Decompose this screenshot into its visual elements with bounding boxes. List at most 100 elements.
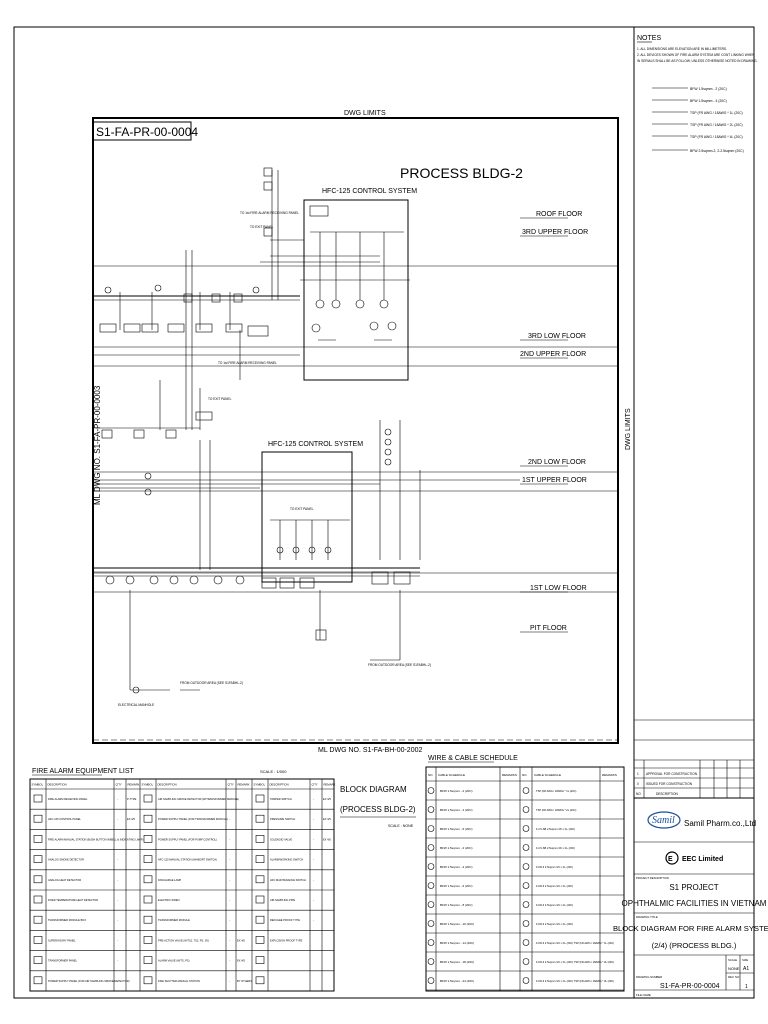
dwg-limits-right-label: DWG LIMITS [625, 408, 632, 450]
equipment-list-scale: SCALE : 1/000 [260, 769, 287, 774]
wire-cable-spec: F-CV-SB 2.5sqmm /3C x 1L (20C) [536, 827, 575, 831]
wire-header: NO. [522, 773, 528, 777]
equipment-symbol-icon [255, 956, 265, 964]
equipment-qty: - [117, 817, 118, 821]
equipment-remark: EX 4/5 [323, 837, 331, 841]
floor-label: 2ND UPPER FLOOR [520, 351, 586, 358]
equipment-qty: - [117, 898, 118, 902]
wire-cable-spec: BFW 1.5sqmm - 2 (20C) [440, 789, 473, 793]
rev-desc: ISSUED FOR CONSTRUCTION [646, 782, 693, 786]
equipment-symbol-icon [143, 956, 153, 964]
wire-number-icon [522, 901, 530, 908]
equipment-qty: - [313, 837, 314, 841]
wire-number-icon [427, 825, 435, 832]
equipment-qty: - [313, 898, 314, 902]
wire-cable-spec: F-FR-3 2.5sqmm /2C x 1L (20C) [536, 903, 573, 907]
scale-label: SCALE [728, 958, 737, 962]
equipment-list-title: FIRE ALARM EQUIPMENT LIST [32, 768, 135, 775]
equipment-qty: - [117, 858, 118, 862]
drawing-number-value: S1-FA-PR-00-0004 [660, 983, 720, 990]
equipment-symbol-icon [255, 895, 265, 904]
block-diagram-line2: (PROCESS BLDG-2) [340, 805, 416, 814]
wire-cable-spec: BFW 1.5sqmm - 8 (20C) [440, 903, 473, 907]
match-line-bottom: ML DWG NO. S1-FA-BH-00-2002 [318, 747, 422, 754]
legend-item: BFW 1.5sqmm - 4 (20C) [690, 99, 727, 103]
equipment-symbol-icon [33, 915, 43, 924]
rev-no: 0 [637, 782, 639, 786]
note-2: 2. ALL DEVICES SHOWN OF FIRE ALARM SYSTE… [637, 53, 755, 57]
rev-no-header: NO [636, 792, 641, 796]
floor-label: ROOF FLOOR [536, 211, 582, 218]
hfc-control-label-top: HFC-125 CONTROL SYSTEM [322, 188, 417, 195]
floor-label: 3RD LOW FLOOR [528, 333, 586, 340]
equipment-header: SYMBOL [32, 783, 44, 787]
equipment-symbol-icon [33, 855, 43, 863]
equipment-header: Q'TY [228, 783, 234, 787]
wire-number-icon [427, 787, 435, 794]
equipment-symbol-icon [255, 855, 265, 863]
equipment-symbol-icon [143, 936, 153, 944]
wire-cable-spec: BFW 1.5sqmm - 10 (20C) [440, 922, 474, 926]
equipment-symbol-icon [255, 936, 265, 944]
wire-cable-spec: BFW 1.5sqmm - 18 (20C) [440, 960, 474, 964]
equipment-header: Q'TY [116, 783, 122, 787]
equipment-symbol-icon [255, 915, 265, 924]
scale-value: NONE [728, 966, 740, 971]
equipment-qty: - [229, 858, 230, 862]
equipment-qty: - [117, 979, 118, 983]
equipment-header: SYMBOL [254, 783, 266, 787]
drawing-line1: BLOCK DIAGRAM FOR FIRE ALARM SYSTEM [613, 924, 768, 933]
drawing-number-label: DRAWING NUMBER [636, 975, 662, 979]
wire-cable-spec: BFW 1.5sqmm - 14 (20C) [440, 941, 474, 945]
equipment-description: REFUGEE PROOF TYPE [270, 918, 300, 922]
equipment-description: ELECTRIC SIREN [158, 898, 180, 902]
drawing-caption: DRAWING TITLE [636, 915, 658, 919]
rev-label: REV. NO. [728, 975, 740, 979]
wire-number-icon [427, 901, 435, 908]
equipment-qty: - [229, 817, 230, 821]
equipment-description: ANALOG SMOKE DETECTOR [48, 858, 84, 862]
equipment-symbol-icon [33, 794, 43, 803]
equipment-qty: - [229, 979, 230, 983]
equipment-symbol-icon [143, 895, 153, 904]
wire-table-frame [425, 766, 625, 992]
equipment-description: TRANSFORMER MODULE [158, 918, 190, 922]
equipment-symbol-icon [143, 814, 153, 823]
floor-label: 1ST UPPER FLOOR [522, 477, 587, 484]
wire-number-icon [522, 882, 530, 889]
samil-logo-mark: Samil [652, 815, 675, 826]
rev-desc-header: DESCRIPTION [656, 792, 678, 796]
wire-cable-spec: BFW 1.5sqmm - 2 (20C) [440, 846, 473, 850]
equipment-qty: - [313, 817, 314, 821]
equipment-qty: - [229, 898, 230, 902]
equipment-description: HFC MAINTENANCE SWITCH [270, 878, 306, 882]
equipment-symbol-icon [143, 835, 153, 843]
equipment-description: TRANSFORMER MODULE BOX [48, 918, 86, 922]
panel-label: TO EXIT PANEL [208, 397, 232, 401]
panel-label: TO 1st FIRE ALARM RECEIVING PANEL [240, 211, 299, 215]
wire-cable-spec: F-FR-3 2.5sqmm /2C x 1L (20C) TSP (FR AW… [536, 960, 614, 964]
building-title: PROCESS BLDG-2 [400, 165, 523, 181]
equipment-symbol-icon [33, 814, 43, 823]
equipment-qty: - [117, 878, 118, 882]
outer-border [13, 26, 755, 999]
wire-cable-spec: BFW 1.5sqmm - 6 (20C) [440, 827, 473, 831]
equipment-description: PRE-ACTION VALVE (W/TS1, TS2, PS, SV) [158, 938, 209, 942]
drawing-number-box [92, 121, 192, 141]
wire-header: CABLE SCHEDULE [438, 773, 465, 777]
equipment-qty: - [117, 918, 118, 922]
equipment-qty: - [229, 918, 230, 922]
wire-cable-spec: F-FR-3 2.5sqmm /2C x 1L (20C) [536, 884, 573, 888]
wire-number-icon [427, 920, 435, 927]
panel-label: TO EXIT PANEL [290, 507, 314, 511]
wire-cable-spec: F-FR-3 2.5sqmm /2C x 1L (20C) [536, 922, 573, 926]
equipment-symbol-icon [33, 875, 43, 884]
floor-levels: ROOF FLOOR 3RD UPPER FLOOR 3RD LOW FLOOR… [93, 211, 618, 633]
project-line1: S1 PROJECT [669, 883, 718, 892]
size-label: SIZE [742, 958, 748, 962]
match-line-left: ML DWG NO. S1-FA-PR-00-0003 [93, 385, 102, 505]
hfc-control-box-mid [261, 451, 353, 583]
equipment-symbol-icon [143, 855, 153, 863]
equipment-symbol-icon [255, 875, 265, 884]
